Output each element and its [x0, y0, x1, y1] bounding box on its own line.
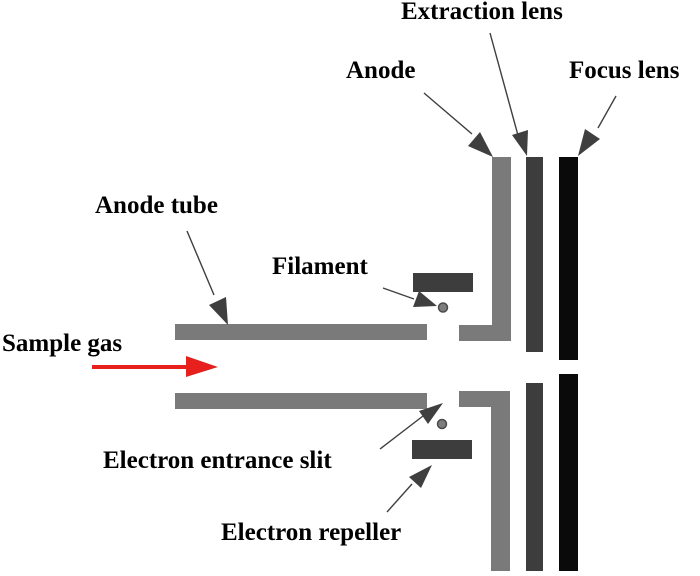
- label-filament: Filament: [272, 253, 368, 280]
- focus-lens-lower-electrode: [559, 374, 578, 571]
- extraction-lens-pointer-line: [489, 32, 520, 140]
- filament-pointer-arrow: [382, 287, 437, 307]
- filament-pointer-line: [382, 287, 415, 300]
- label-extraction-lens: Extraction lens: [401, 0, 563, 25]
- focus-lens-arrowhead-icon: [578, 129, 600, 156]
- anode-tube-pointer-arrow: [186, 230, 228, 325]
- anode-pointer-line: [423, 92, 473, 135]
- label-focus-lens: Focus lens: [569, 57, 680, 84]
- anode-lower-electrode: [459, 391, 510, 571]
- sample-gas-flow-arrow: [92, 356, 218, 377]
- focus-lens-pointer-arrow: [578, 95, 617, 156]
- anode-tube-top-wall: [175, 324, 427, 340]
- extraction-lens-arrowhead-icon: [512, 130, 528, 156]
- extraction-lens-upper-electrode: [526, 157, 543, 352]
- label-anode-tube: Anode tube: [95, 192, 218, 219]
- anode-tube-arrowhead-icon: [209, 297, 228, 325]
- electron-repeller-bar: [412, 440, 472, 459]
- extraction-lens-lower-electrode: [526, 383, 543, 571]
- filament-wire-dot: [437, 302, 449, 313]
- anode-upper-electrode: [459, 157, 511, 341]
- label-electron-entrance-slit: Electron entrance slit: [103, 447, 332, 474]
- anode-arrowhead-icon: [468, 132, 493, 157]
- electron-entrance-slit-pointer-arrow: [379, 403, 443, 450]
- focus-lens-upper-electrode: [559, 157, 578, 360]
- electron-repeller-pointer-arrow: [386, 465, 432, 513]
- focus-lens-pointer-line: [597, 95, 617, 129]
- lower-filament-wire-dot: [436, 418, 448, 430]
- electron-repeller-pointer-line: [386, 483, 413, 513]
- label-anode: Anode: [346, 57, 416, 84]
- anode-tube-bottom-wall: [175, 393, 427, 409]
- extraction-lens-pointer-arrow: [489, 32, 528, 156]
- electron-entrance-slit-pointer-line: [379, 415, 424, 450]
- label-sample-gas: Sample gas: [2, 330, 123, 357]
- anode-tube-pointer-line: [186, 230, 215, 296]
- sample-gas-arrowhead-icon: [186, 356, 218, 377]
- filament-arrowhead-icon: [413, 291, 437, 307]
- label-electron-repeller: Electron repeller: [221, 519, 402, 546]
- filament-mount-bar: [413, 273, 473, 292]
- electron-entrance-slit-arrowhead-icon: [419, 403, 443, 424]
- electron-repeller-arrowhead-icon: [409, 465, 432, 488]
- anode-pointer-arrow: [423, 92, 493, 157]
